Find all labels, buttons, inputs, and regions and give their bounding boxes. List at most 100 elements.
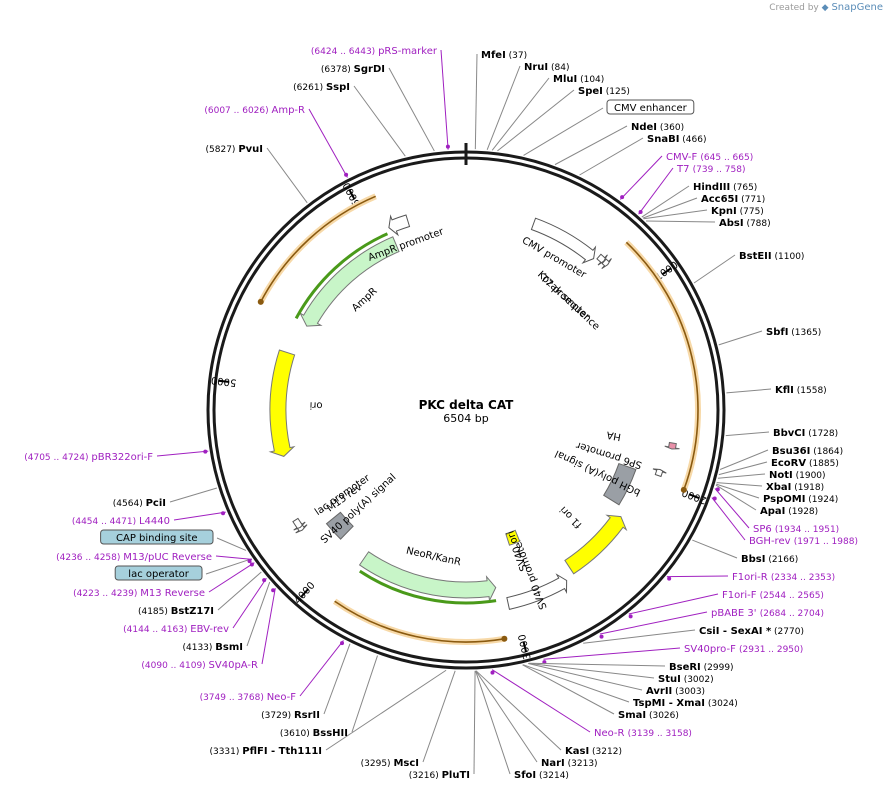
site-lac-operator-leader (205, 558, 252, 575)
site-ndei-leader (554, 125, 628, 166)
tick-mark (300, 588, 309, 598)
site-bsmi-leader (246, 581, 271, 647)
site-ndei-label: NdeI (360) (631, 122, 684, 133)
site-cmv-f-leader (619, 155, 663, 200)
site-m13-puc-reverse-label: (4236 .. 4258) M13/pUC Reverse (56, 552, 212, 563)
feature-bgh-poly-a-signal (603, 462, 637, 506)
site-prs-marker-leader (440, 49, 449, 150)
site-cap-binding-site-leader (216, 537, 247, 551)
site-t7-leader (638, 167, 674, 215)
site-nrui-leader (486, 65, 521, 151)
site-csii-label: CsiI - SexAI * (2770) (699, 626, 804, 637)
site-avrii-label: AvrII (3003) (646, 686, 705, 697)
site-hindiii-leader (641, 185, 690, 218)
site-mfei-label: MfeI (37) (481, 50, 527, 61)
site-bsteii-label: BstEII (1100) (739, 251, 804, 262)
site-msci-leader (422, 670, 456, 763)
site-apai-leader (715, 484, 757, 511)
site-amp-r-leader (308, 108, 348, 178)
site-mlui-label: MluI (104) (553, 74, 604, 85)
site-sv40pro-f-leader (543, 647, 681, 660)
site-snabi-label: SnaBI (466) (647, 134, 706, 145)
site-cmv-enhancer-leader (523, 107, 604, 156)
site-neo-r-marker (490, 670, 495, 675)
site-pluti-label: (3216) PluTI (409, 770, 470, 781)
site-pbr322ori-f-leader (156, 450, 209, 457)
plasmid-title: PKC delta CAT 6504 bp (419, 398, 515, 425)
site-f1ori-r-marker (667, 576, 672, 581)
site-sv40pa-r-leader (261, 588, 276, 665)
site-sfoi-leader (475, 670, 511, 775)
site-f1ori-r-label: F1ori-R (2334 .. 2353) (732, 572, 835, 583)
site-sv40pa-r-label: (4090 .. 4109) SV40pA-R (141, 660, 258, 671)
feature-cat-orf (625, 241, 699, 491)
feature-kozak-sequence (601, 258, 612, 270)
site-sv40pa-r-marker (271, 588, 276, 593)
site-pcii-leader (169, 487, 218, 503)
site-smai-leader (522, 664, 615, 715)
site-sfoi-label: SfoI (3214) (514, 770, 569, 781)
site-bsmi-label: (4133) BsmI (182, 642, 243, 653)
site-kpni-leader (643, 209, 708, 220)
site-nari-label: NarI (3213) (541, 758, 598, 769)
site-mfei-leader (474, 53, 478, 150)
feature-f1-ori (564, 514, 628, 575)
site-bseri-leader (529, 662, 666, 667)
site-t7-label: T7 (739 .. 758) (676, 164, 745, 175)
feature-lac-promoter (292, 517, 306, 531)
feature-kozak-sequence-label: Kozak sequence (535, 269, 601, 332)
label-leader-lines (156, 49, 772, 775)
site-spei-leader (497, 89, 575, 152)
site-neo-r-label: Neo-R (3139 .. 3158) (594, 728, 692, 739)
site-neo-f-leader (299, 640, 344, 697)
site-ebv-rev-marker (262, 578, 267, 583)
feature-ha (664, 441, 680, 450)
site-pflfi-label: (3331) PflFI - Tth111I (209, 746, 322, 757)
site-stui-leader (528, 662, 655, 679)
site-t7-marker (638, 209, 643, 214)
feature-ampr-translation (294, 232, 389, 320)
site-bbvci-leader (725, 431, 770, 437)
site-nari-leader (475, 670, 538, 763)
site-bbvci-label: BbvCI (1728) (773, 428, 838, 439)
tick-mark (662, 267, 672, 275)
site-sspi-label: (6261) SspI (293, 82, 350, 93)
site-m13-reverse-label: (4223 .. 4239) M13 Reverse (73, 588, 205, 599)
site-noti-label: NotI (1900) (769, 470, 826, 481)
site-sspi-leader (353, 85, 406, 157)
feature-cmv-promoter (530, 217, 597, 264)
tick-label: 5000 (210, 374, 237, 388)
feature-sp6-promoter (652, 468, 667, 478)
site-l4440-leader (173, 511, 226, 521)
feature-cat-orf-arrowhead (680, 486, 687, 493)
site-bsshii-leader (351, 655, 378, 733)
site-sp6-label: SP6 (1934 .. 1951) (753, 524, 839, 535)
feature-sv40-ori (505, 529, 521, 546)
site-sgrdi-leader (388, 67, 435, 152)
feature-sv40-poly-a-signal (325, 511, 354, 540)
site-kasi-label: KasI (3212) (565, 746, 622, 757)
site-avrii-leader (528, 662, 643, 691)
site-acc65i-leader (642, 197, 698, 219)
feature-ori-label: ori (309, 399, 322, 410)
site-pvui-leader (266, 147, 308, 204)
site-f1ori-f-marker (628, 614, 633, 619)
feature-t7-promoter (596, 253, 608, 266)
feature-ampr-label: AmpR (350, 286, 379, 314)
feature-ha-label: HA (606, 429, 622, 442)
site-prs-marker-label: (6424 .. 6443) pRS-marker (311, 46, 438, 57)
feature-neor-orf (334, 600, 505, 643)
site-rsrii-label: (3729) RsrII (261, 710, 320, 721)
site-m13-reverse-leader (208, 562, 255, 593)
tick-mark (348, 189, 356, 200)
site-snabi-leader (579, 137, 644, 176)
site-lac-operator-box (114, 565, 203, 581)
site-stui-label: StuI (3002) (658, 674, 714, 685)
site-sgrdi-label: (6378) SgrDI (321, 64, 385, 75)
feature-ampr-orf (260, 195, 376, 303)
site-bgh-rev-marker (712, 496, 717, 501)
site-ecorv-label: EcoRV (1885) (771, 458, 839, 469)
site-xbai-label: XbaI (1918) (766, 482, 824, 493)
site-bbsi-label: BbsI (2166) (741, 554, 798, 565)
site-bsshii-label: (3610) BssHII (280, 728, 348, 739)
